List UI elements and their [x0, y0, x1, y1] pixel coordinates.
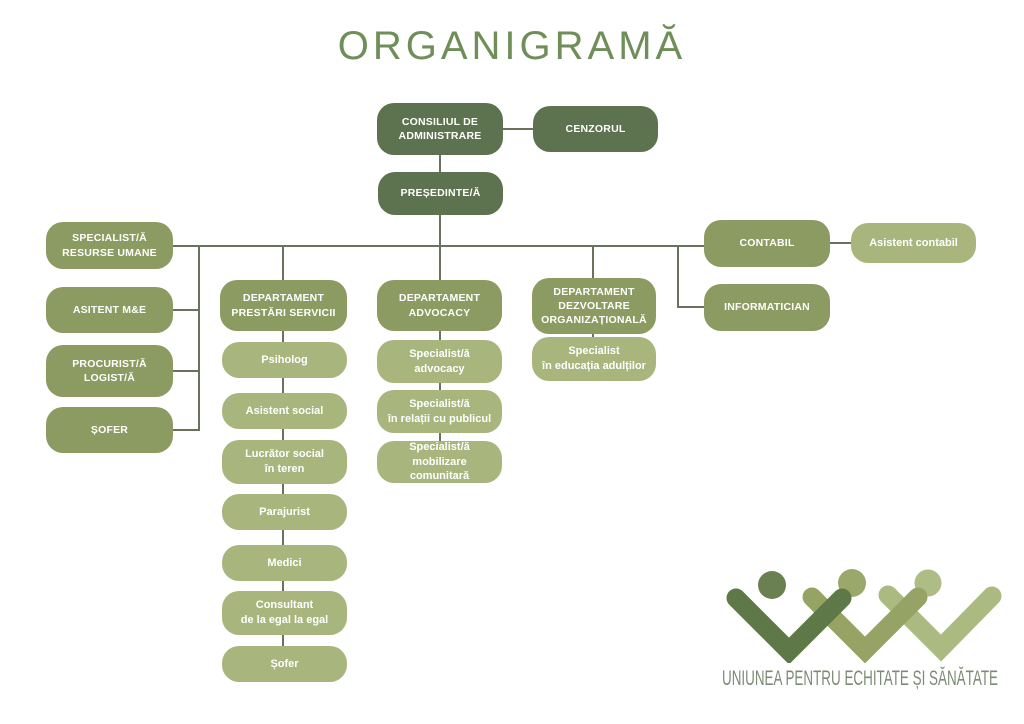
node-sofer-servicii: Șofer — [222, 646, 347, 682]
page-title: ORGANIGRAMĂ — [337, 24, 687, 68]
connector-consiliul-presedinte — [439, 155, 441, 172]
node-presedinte: PREȘEDINTE/Ă — [378, 172, 503, 215]
connector-contabil-asistent — [830, 242, 851, 244]
node-asistent-contabil: Asistent contabil — [851, 223, 976, 263]
connector-drop-dezvoltare — [592, 245, 594, 278]
connector-consiliul-cenzorul — [503, 128, 533, 130]
node-specialist-educatia-adultilor: Specialist în educația adulților — [532, 337, 656, 381]
node-consiliul-de-administrare: CONSILIUL DE ADMINISTRARE — [377, 103, 503, 155]
logo-person1-head — [758, 571, 786, 599]
node-departament-advocacy: DEPARTAMENT ADVOCACY — [377, 280, 502, 331]
node-contabil: CONTABIL — [704, 220, 830, 267]
connector-presedinte-main — [439, 215, 441, 280]
node-departament-prestari-servicii: DEPARTAMENT PRESTĂRI SERVICII — [220, 280, 347, 331]
connector-drop-servicii — [282, 245, 284, 280]
node-specialist-resurse-umane: SPECIALIST/Ă RESURSE UMANE — [46, 222, 173, 269]
node-specialist-advocacy: Specialist/ă advocacy — [377, 340, 502, 383]
node-specialist-mobilizare: Specialist/ă mobilizare comunitară — [377, 441, 502, 483]
connector-left-rail — [198, 245, 200, 431]
connector-main-horizontal — [170, 245, 704, 247]
node-lucrator-social: Lucrător social în teren — [222, 440, 347, 484]
logo-people-icon — [726, 569, 1002, 663]
connector-chain-servicii — [282, 331, 284, 646]
node-specialist-relatii-public: Specialist/ă în relații cu publicul — [377, 390, 502, 433]
connector-chain-advocacy — [439, 331, 441, 441]
connector-stub-sofer — [171, 429, 198, 431]
node-departament-dezvoltare: DEPARTAMENT DEZVOLTARE ORGANIZAȚIONALĂ — [532, 278, 656, 334]
connector-stub-informatician — [677, 306, 705, 308]
logo-wordmark: UNIUNEA PENTRU ECHITATE ȘI SĂNĂTATE — [722, 667, 998, 690]
connector-stub-procurist — [171, 370, 198, 372]
node-asistent-social: Asistent social — [222, 393, 347, 429]
node-parajurist: Parajurist — [222, 494, 347, 530]
node-cenzorul: CENZORUL — [533, 106, 658, 152]
logo-text: UNIUNEA PENTRU ECHITATE ȘI SĂNĂTATE — [722, 667, 998, 690]
node-procurist-logist: PROCURIST/Ă LOGIST/Ă — [46, 345, 173, 397]
node-asitent-me: ASITENT M&E — [46, 287, 173, 333]
node-sofer-left: ȘOFER — [46, 407, 173, 453]
node-medici: Medici — [222, 545, 347, 581]
connector-stub-asitent — [171, 309, 198, 311]
node-informatician: INFORMATICIAN — [704, 284, 830, 331]
node-consultant-egal: Consultant de la egal la egal — [222, 591, 347, 635]
connector-drop-informatician — [677, 245, 679, 307]
connector-chain-dezvoltare — [592, 332, 594, 340]
logo-person1-body — [726, 588, 852, 663]
node-psiholog: Psiholog — [222, 342, 347, 378]
